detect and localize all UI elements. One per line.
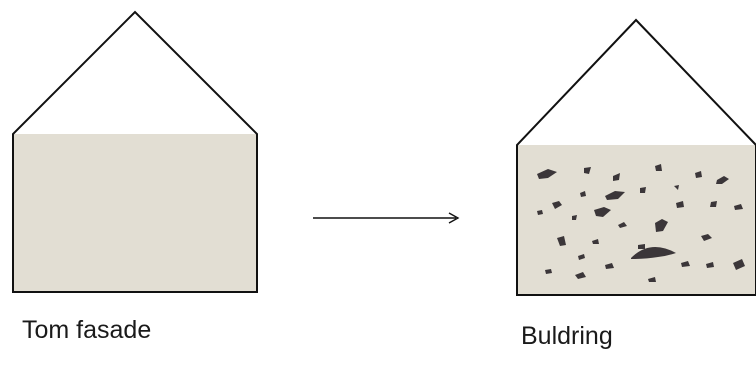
house-outline-left — [12, 10, 258, 293]
label-bouldering: Buldring — [521, 322, 613, 350]
stone-pattern — [537, 164, 745, 282]
house-empty-facade — [12, 10, 258, 293]
house-stone-facade — [516, 18, 756, 296]
arrow-right-icon — [313, 212, 460, 224]
house-outline-right — [516, 18, 756, 296]
facade-wall-stones — [517, 145, 756, 295]
label-empty-facade: Tom fasade — [22, 316, 152, 344]
facade-wall-empty — [13, 134, 257, 292]
